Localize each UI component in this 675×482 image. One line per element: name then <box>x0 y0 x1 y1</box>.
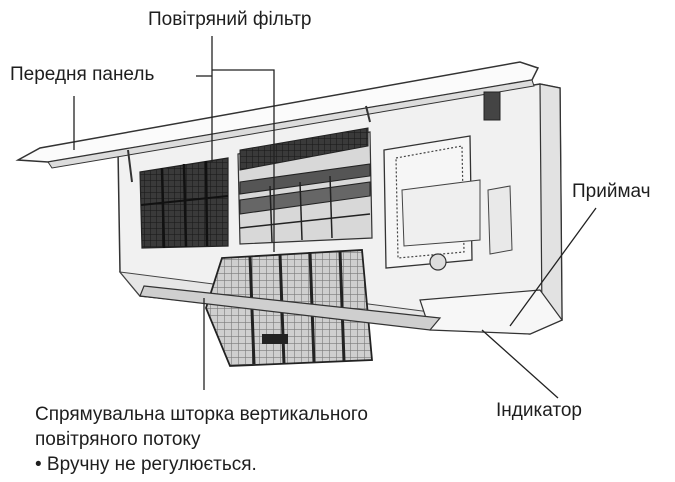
heat-exchanger <box>237 127 373 245</box>
label-louver-line2: повітряного потоку <box>35 429 201 450</box>
leader-indicator <box>481 329 559 399</box>
leader-receiver <box>509 207 597 327</box>
label-louver-line1: Спрямувальна шторка вертикального <box>35 404 368 425</box>
leader-lines <box>73 36 597 399</box>
label-louver-note: • Вручну не регулюється. <box>35 454 257 475</box>
left-filter-mesh <box>139 157 229 249</box>
front-panel <box>15 61 540 183</box>
vertical-airflow-louver <box>139 285 442 331</box>
control-box <box>383 91 513 271</box>
label-front-panel: Передня панель <box>10 64 155 85</box>
label-indicator: Індикатор <box>496 400 582 421</box>
label-air-filter: Повітряний фільтр <box>148 9 312 30</box>
leader-air-filter-right <box>212 69 275 252</box>
label-receiver: Приймач <box>572 181 651 202</box>
